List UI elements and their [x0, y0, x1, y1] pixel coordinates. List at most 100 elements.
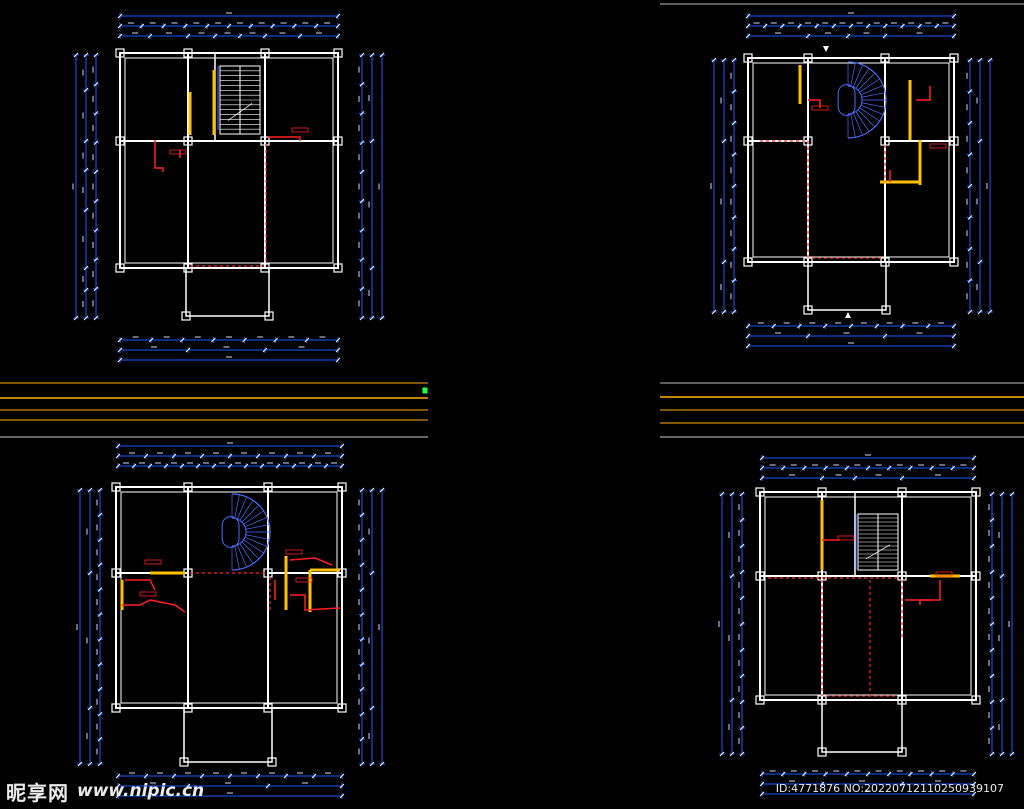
watermark-site-name: 昵享网 — [6, 780, 69, 805]
annotation-tag — [285, 549, 303, 555]
dimension-slash — [93, 227, 99, 233]
balcony — [183, 707, 273, 763]
dimension-chain — [728, 491, 735, 757]
dimension-slash — [115, 463, 121, 469]
dimension-slash — [852, 475, 858, 481]
dimension-slash — [369, 265, 375, 271]
dimension-slash — [335, 357, 341, 363]
dimension-slash — [97, 711, 103, 717]
dimension-slash — [917, 23, 923, 29]
straight-stair — [857, 513, 899, 571]
dimension-slash — [739, 517, 745, 523]
dimension-slash — [270, 23, 275, 29]
dimension-chain — [720, 57, 727, 315]
dimension-chain — [1008, 491, 1015, 757]
dimension-slash — [183, 23, 188, 29]
dimension-slash — [822, 323, 828, 329]
dimension-slash — [759, 791, 765, 797]
stair-tread — [237, 496, 247, 520]
dimension-slash — [802, 465, 807, 471]
dimension-slash — [908, 465, 913, 471]
structural-column — [880, 257, 890, 267]
dimension-slash — [292, 23, 297, 29]
dimension-slash — [83, 315, 89, 321]
dimension-slash — [745, 343, 751, 349]
dimension-slash — [115, 793, 121, 799]
dimension-slash — [359, 52, 365, 58]
dimension-slash — [731, 246, 737, 252]
dimension-chain — [115, 792, 345, 799]
annotation-tag — [295, 577, 313, 583]
stair-break-line — [865, 544, 891, 560]
dimension-slash — [185, 347, 191, 353]
stair-tread — [861, 102, 886, 108]
dimension-slash — [117, 347, 123, 353]
dimension-slash — [93, 198, 99, 204]
dimension-slash — [823, 465, 828, 471]
dimension-chain — [117, 32, 341, 39]
dimension-slash — [951, 13, 957, 19]
outer-wall — [747, 57, 955, 263]
structural-column — [111, 482, 121, 492]
dimension-slash — [323, 463, 329, 469]
dimension-slash — [335, 23, 341, 29]
dimension-slash — [977, 309, 983, 315]
dimension-slash — [97, 686, 103, 692]
structural-column — [803, 53, 813, 63]
entrance-arrow-icon — [823, 46, 829, 52]
stair-inner-arc — [231, 517, 247, 547]
stair-tread — [853, 64, 863, 88]
dimension-slash — [759, 475, 765, 481]
dimension-chain — [117, 336, 341, 343]
dimension-slash — [97, 537, 103, 543]
dimension-slash — [97, 562, 103, 568]
dimension-slash — [925, 323, 931, 329]
structural-column — [263, 482, 273, 492]
wiring-run — [919, 580, 941, 605]
dimension-slash — [77, 761, 83, 767]
dimension-slash — [211, 337, 216, 343]
structural-column — [897, 487, 907, 497]
structural-column — [897, 747, 907, 757]
dimension-slash — [115, 453, 121, 459]
structural-column — [183, 263, 193, 273]
dimension-slash — [745, 33, 751, 39]
dimension-slash — [339, 783, 345, 789]
dimension-slash — [967, 309, 973, 315]
stair-tread — [243, 539, 264, 554]
dimension-slash — [359, 587, 365, 592]
dimension-slash — [831, 23, 837, 29]
dimension-slash — [226, 23, 232, 29]
dimension-slash — [971, 455, 977, 461]
dimension-slash — [185, 783, 191, 789]
dimension-slash — [73, 52, 79, 58]
dimension-slash — [255, 453, 261, 459]
dimension-slash — [934, 23, 940, 29]
stair-tread — [860, 85, 884, 95]
dimension-slash — [989, 491, 995, 497]
dimension-slash — [989, 621, 995, 627]
annotation-tag — [144, 559, 162, 565]
dimension-slash — [255, 773, 261, 779]
dimension-slash — [739, 673, 745, 679]
wiring-run — [289, 557, 333, 566]
dimension-slash — [967, 57, 973, 63]
dimension-chain — [988, 491, 995, 757]
dimension-slash — [115, 773, 121, 779]
structural-column — [817, 747, 827, 757]
dimension-slash — [313, 23, 319, 29]
dimension-chain — [966, 57, 973, 315]
dimension-chain — [82, 52, 89, 321]
dimension-slash — [83, 138, 89, 144]
dimension-slash — [899, 475, 905, 481]
structural-column — [881, 305, 891, 315]
floor-plan-2 — [710, 12, 993, 349]
dimension-slash — [719, 751, 725, 757]
dimension-slash — [131, 463, 137, 469]
dimension-slash — [951, 343, 957, 349]
dimension-slash — [379, 315, 385, 321]
dimension-slash — [359, 169, 365, 175]
dimension-chain — [117, 22, 341, 29]
structural-column — [183, 48, 193, 58]
dimension-slash — [83, 265, 89, 271]
